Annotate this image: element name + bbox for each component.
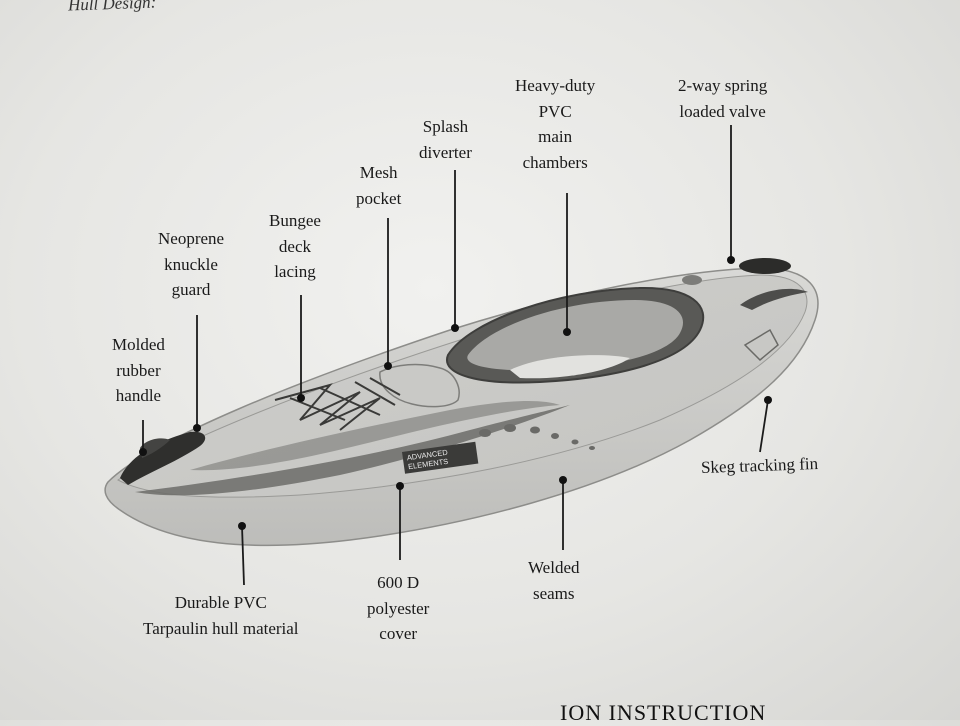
leader-lines [142,125,769,586]
decorative-dots [479,424,595,450]
label-skeg-tracking-fin: Skeg tracking fin [700,453,819,478]
side-stripe [135,405,570,496]
label-molded-rubber-handle: Molded rubber handle [112,335,165,405]
cockpit-opening [467,300,683,371]
label-neoprene-knuckle-guard: Neoprene knuckle guard [158,229,225,299]
label-splash-diverter: Splash diverter [419,117,472,162]
label-durable-pvc-hull: Durable PVC Tarpaulin hull material [143,593,299,638]
label-spring-loaded-valve: 2-way spring loaded valve [678,76,768,121]
label-welded-seams: Welded seams [528,558,580,603]
label-pvc-main-chambers: Heavy-duty PVC main chambers [515,76,596,172]
valve-shape [739,258,791,274]
bungee-lacing-shape [274,377,401,431]
stern-swoosh [740,288,808,310]
brand-badge: ADVANCED ELEMENTS [402,441,479,474]
cockpit-seat [510,355,630,379]
label-bungee-deck-lacing: Bungee deck lacing [269,211,321,281]
leader-points [139,256,772,530]
mesh-pocket-shape [379,363,460,408]
label-polyester-cover: 600 D polyester cover [367,573,430,643]
deck-stripe [190,400,560,471]
valve-cap [682,275,702,285]
label-mesh-pocket: Mesh pocket [356,163,402,208]
footer-fragment: ION INSTRUCTION [560,700,767,725]
handle-shape [140,438,170,458]
stern-logo [743,328,779,362]
knuckle-guard-shape [120,431,206,485]
